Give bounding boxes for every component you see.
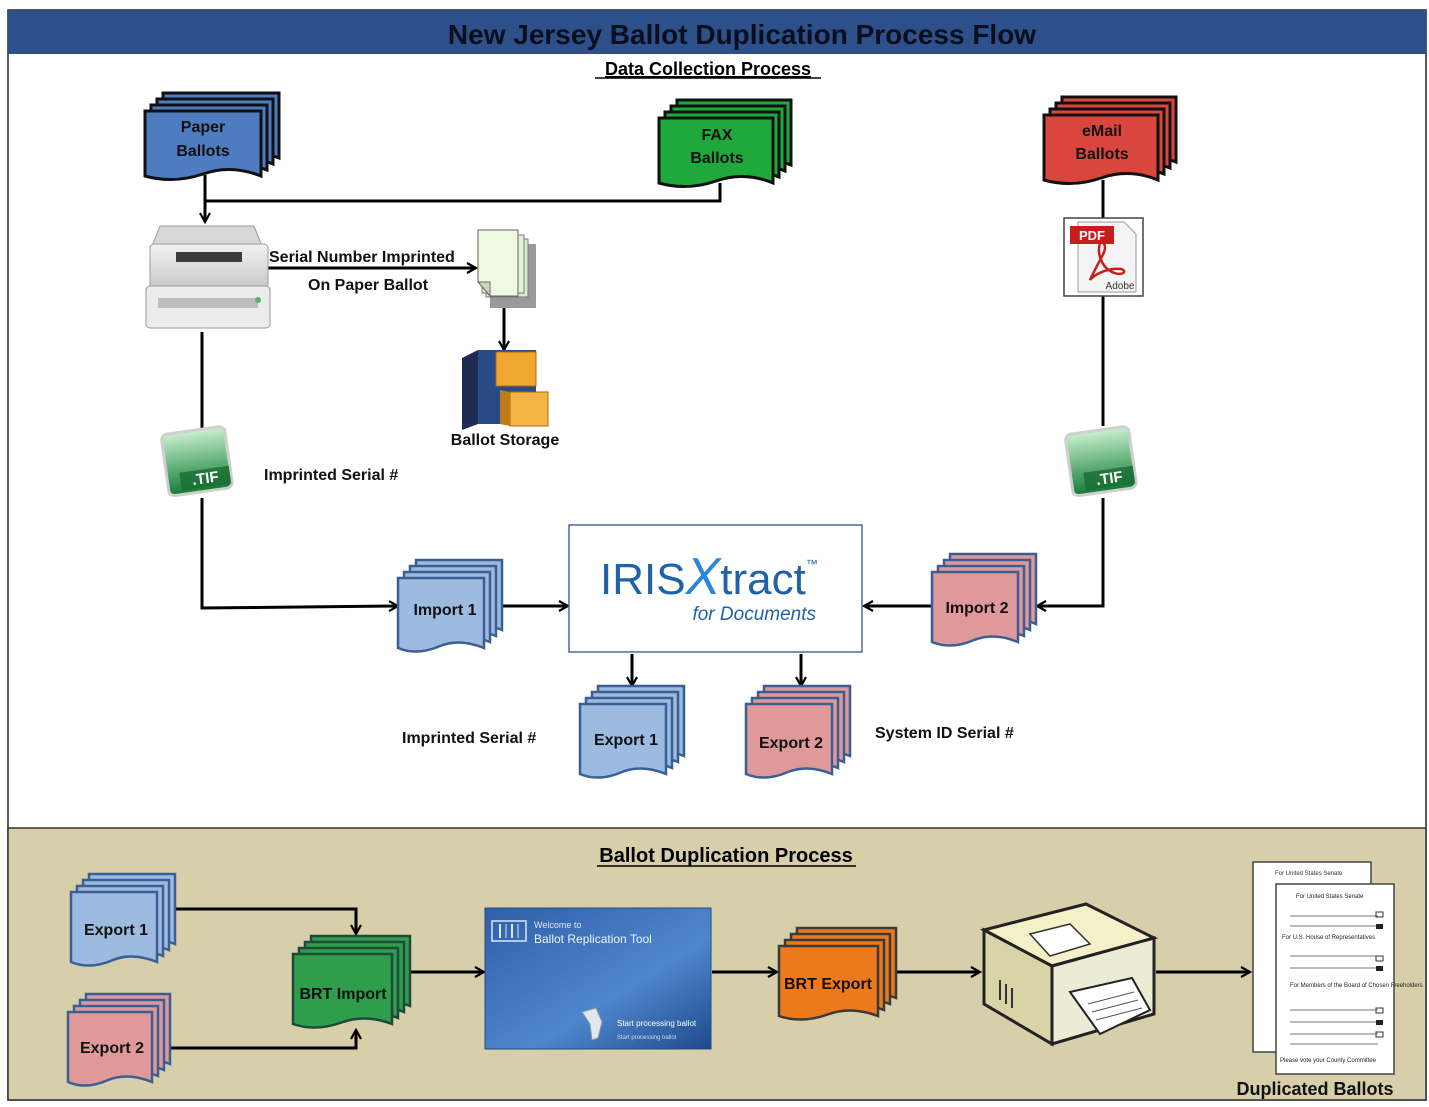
email-ballots-label-1: eMail xyxy=(1082,123,1122,140)
brt-import-doc: BRT Import xyxy=(291,934,412,1029)
irisxtract-logo: IRISXtract™ xyxy=(600,548,818,606)
export2-label: Export 2 xyxy=(759,735,823,752)
scanner-icon xyxy=(145,225,271,329)
brt-start-button: Start processing ballot xyxy=(617,1019,697,1028)
fax-ballots-label-2: Ballots xyxy=(690,150,743,167)
ballot-storage-label: Ballot Storage xyxy=(451,432,560,449)
tif-file-icon-left: .TIF xyxy=(160,425,234,498)
duplication-panel xyxy=(7,827,1427,1101)
irisxtract-subtitle: for Documents xyxy=(692,604,816,625)
brt-tool-screen: Welcome to Ballot Replication Tool Start… xyxy=(484,907,712,1050)
brt-tool-name: Ballot Replication Tool xyxy=(534,932,652,946)
brt-export1-label: Export 1 xyxy=(84,922,148,939)
import2-doc: Import 2 xyxy=(930,552,1038,647)
tif-file-icon-right: .TIF xyxy=(1064,425,1138,498)
ballot-back-header: For United States Senate xyxy=(1275,871,1343,877)
brt-import-label: BRT Import xyxy=(299,986,387,1003)
import1-label: Import 1 xyxy=(413,602,476,619)
brt-export-label: BRT Export xyxy=(784,976,873,993)
page-title: New Jersey Ballot Duplication Process Fl… xyxy=(448,19,1036,50)
collection-heading: Data Collection Process xyxy=(605,59,811,79)
system-id-serial-label: System ID Serial # xyxy=(875,725,1014,742)
import2-label: Import 2 xyxy=(945,600,1008,617)
import1-doc: Import 1 xyxy=(396,558,504,653)
paper-ballots-doc: Paper Ballots xyxy=(143,91,281,181)
export2-doc: Export 2 xyxy=(744,684,852,779)
email-ballots-doc: eMail Ballots xyxy=(1042,95,1178,185)
brt-export-doc: BRT Export xyxy=(777,926,898,1021)
brt-start-sub: Start processing ballot xyxy=(617,1035,677,1041)
brt-export2-label: Export 2 xyxy=(80,1040,144,1057)
pdf-file-icon: PDF Adobe xyxy=(1063,217,1144,297)
brt-export2-doc: Export 2 xyxy=(66,992,172,1087)
email-ballots-label-2: Ballots xyxy=(1075,146,1128,163)
export1-doc: Export 1 xyxy=(578,684,686,779)
adobe-label: Adobe xyxy=(1106,281,1135,292)
paper-ballots-label-2: Ballots xyxy=(176,143,229,160)
connector-export1-to-brt-import xyxy=(175,907,356,934)
imprinted-serial-label-bottom: Imprinted Serial # xyxy=(402,730,536,747)
duplication-heading: Ballot Duplication Process xyxy=(599,845,852,867)
tif-label-left: .TIF xyxy=(191,468,220,489)
ballot-house-heading: For U.S. House of Representatives xyxy=(1282,935,1375,941)
title-bar xyxy=(8,10,1426,54)
connector-tif-to-import1 xyxy=(200,498,398,608)
brt-welcome-text: Welcome to xyxy=(534,920,581,930)
ballot-storage-icon xyxy=(462,350,549,430)
irisxtract-box: IRISXtract™ for Documents xyxy=(568,524,863,653)
serial-imprinted-label-1: Serial Number Imprinted xyxy=(269,249,455,266)
connector-export2-to-brt-import xyxy=(170,1030,356,1050)
serial-imprinted-label-2: On Paper Ballot xyxy=(308,277,429,294)
connector-tif-to-import2 xyxy=(1037,498,1105,606)
imprinted-serial-label-top: Imprinted Serial # xyxy=(264,467,398,484)
printer-icon xyxy=(979,902,1159,1047)
export1-label: Export 1 xyxy=(594,732,658,749)
duplicated-ballots-label: Duplicated Ballots xyxy=(1236,1079,1393,1099)
paper-ballots-label-1: Paper xyxy=(181,119,225,136)
ballot-footer: Please vote your County Committee xyxy=(1280,1058,1377,1064)
tif-label-right: .TIF xyxy=(1095,468,1124,489)
ballot-board-heading: For Members of the Board of Chosen Freeh… xyxy=(1290,983,1423,989)
pdf-tag: PDF xyxy=(1079,228,1105,243)
connector-fax-to-scanner xyxy=(205,183,722,203)
fax-ballots-doc: FAX Ballots xyxy=(657,98,793,188)
fax-ballots-label-1: FAX xyxy=(701,127,732,144)
brt-export1-doc: Export 1 xyxy=(69,872,177,967)
paper-stack-icon xyxy=(476,229,536,308)
duplicated-ballots-icon: For United States Senate For United Stat… xyxy=(1252,861,1423,1075)
ballot-senate-heading: For United States Senate xyxy=(1296,894,1364,900)
